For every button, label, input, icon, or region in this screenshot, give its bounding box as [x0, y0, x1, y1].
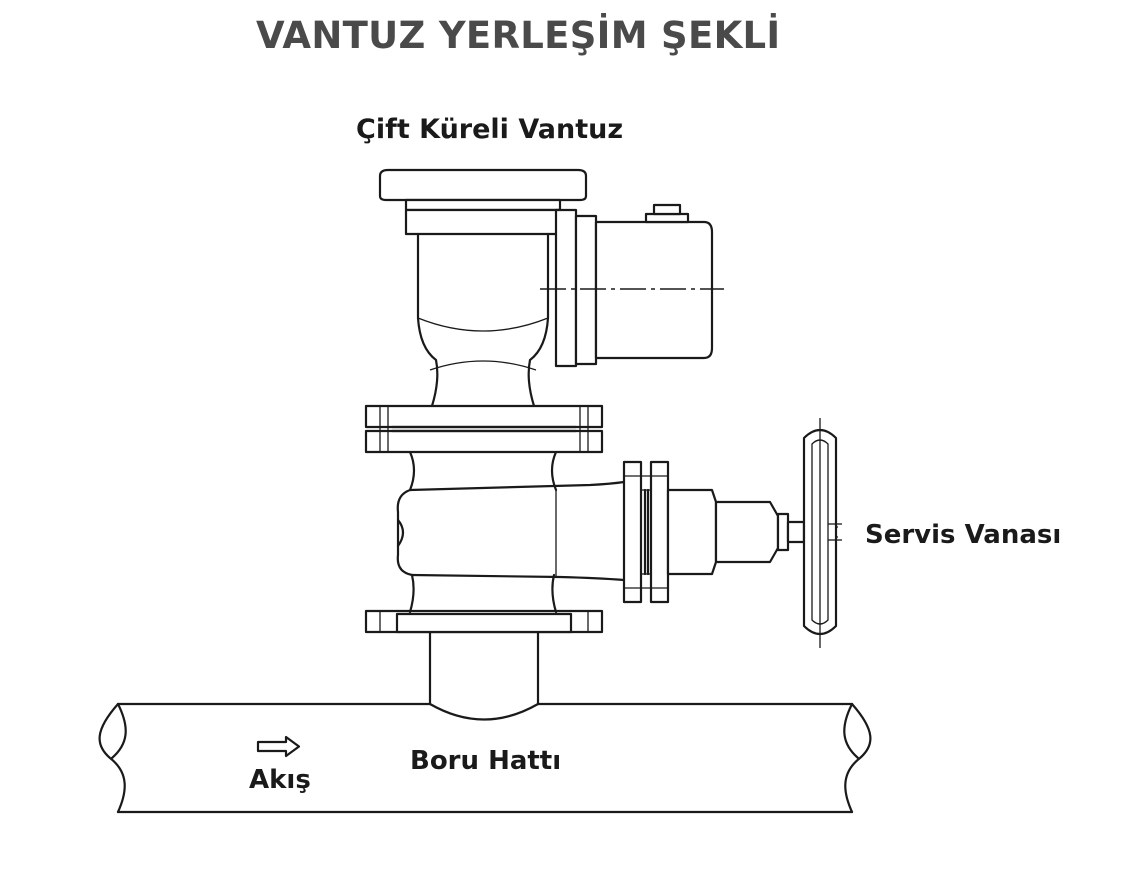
air-valve-body — [364, 168, 724, 454]
page-title: VANTUZ YERLEŞİM ŞEKLİ — [256, 14, 781, 57]
flow-arrow-icon — [256, 735, 301, 758]
service-valve — [666, 418, 842, 648]
label-double-ball-air-valve: Çift Küreli Vantuz — [356, 114, 624, 145]
pipeline-drawing — [98, 702, 872, 814]
label-flow: Akış — [249, 765, 311, 795]
riser-pipe — [428, 630, 540, 706]
tee-body — [364, 450, 670, 634]
label-service-valve: Servis Vanası — [865, 520, 1062, 550]
label-pipeline: Boru Hattı — [410, 746, 562, 776]
